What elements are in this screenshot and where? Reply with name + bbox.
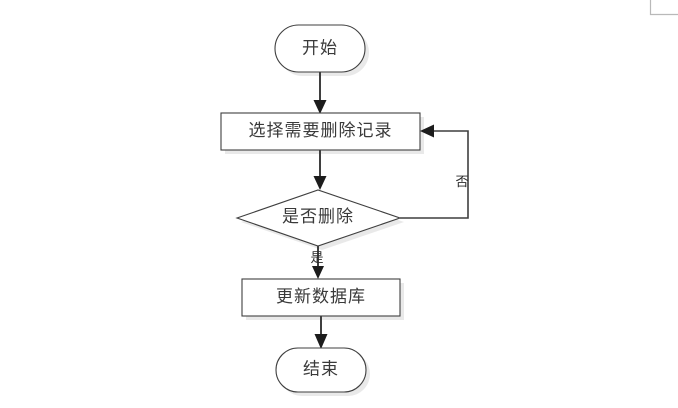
page-corner-mark [649, 0, 678, 16]
node-decide[interactable]: 是否删除 [235, 189, 404, 250]
arrow-head-left-icon [420, 124, 434, 138]
arrow-head-down-icon [314, 334, 328, 349]
arrow-head-down-icon [313, 176, 327, 190]
edge-label-yes: 是 [310, 250, 323, 265]
edge-decide-yes-to-update: 是 [310, 246, 324, 279]
arrow-head-down-icon [313, 100, 327, 114]
edge-update-to-end [314, 316, 328, 349]
edge-label-no: 否 [455, 174, 468, 189]
node-update[interactable]: 更新数据库 [241, 278, 404, 320]
node-update-label: 更新数据库 [276, 287, 366, 306]
node-select[interactable]: 选择需要删除记录 [220, 112, 424, 154]
node-decide-label: 是否删除 [282, 207, 354, 226]
edge-start-to-select [313, 72, 327, 114]
edge-decide-no-to-select: 否 [400, 124, 469, 219]
node-select-shape [220, 112, 421, 151]
node-select-label: 选择需要删除记录 [249, 121, 393, 140]
node-start-label: 开始 [302, 38, 338, 57]
arrow-head-down-icon [312, 266, 324, 279]
node-end-label: 结束 [303, 359, 339, 378]
edge-select-to-decide [313, 150, 327, 190]
node-end[interactable]: 结束 [275, 347, 370, 396]
node-start[interactable]: 开始 [274, 24, 369, 76]
node-end-shape [275, 347, 367, 393]
